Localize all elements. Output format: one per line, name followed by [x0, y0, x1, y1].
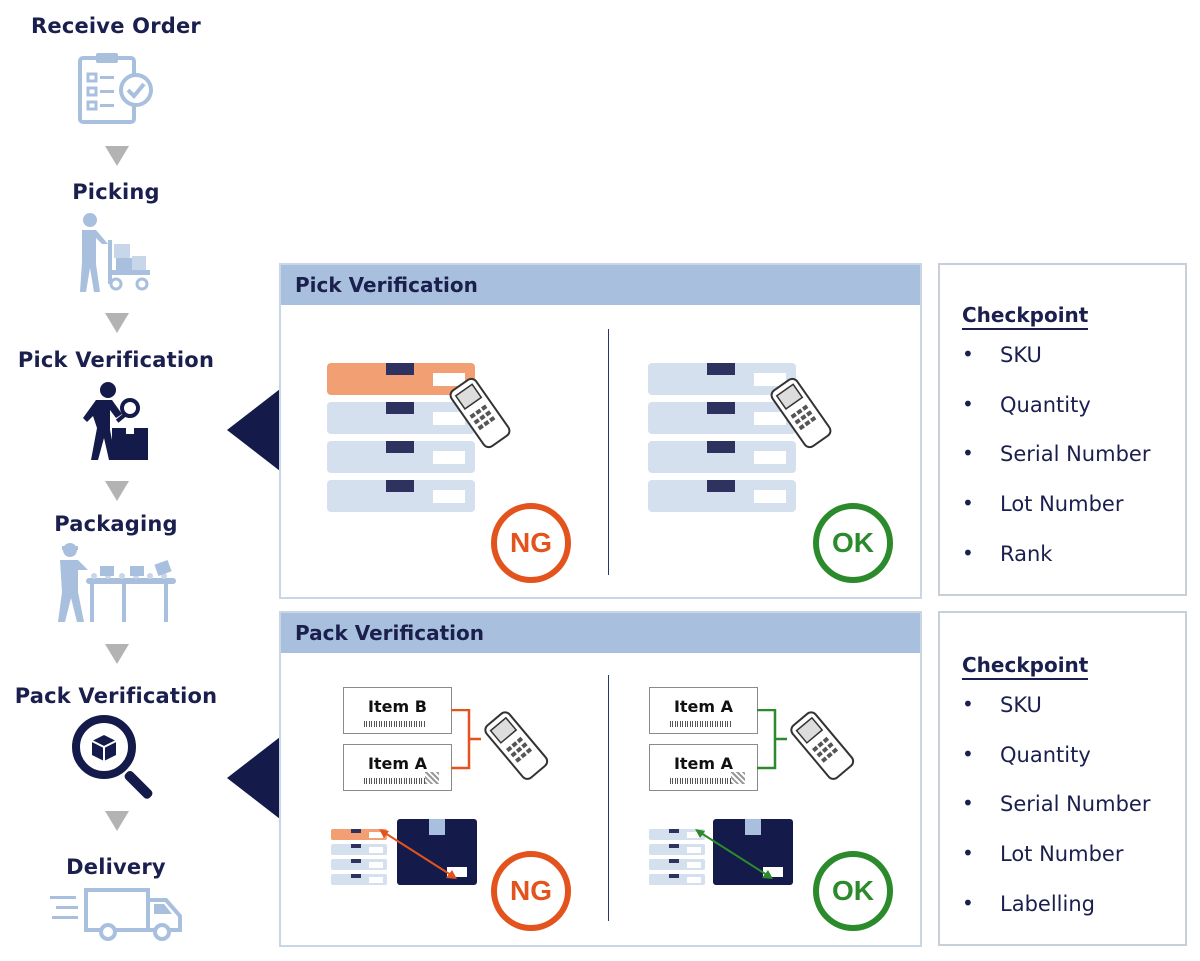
shelf-row-wrong [327, 363, 475, 395]
mini-shelf [649, 874, 705, 885]
shelf-row [648, 441, 796, 473]
panel-divider [608, 329, 609, 575]
pick-panel-title: Pick Verification [281, 265, 920, 305]
step-delivery: Delivery [66, 855, 166, 879]
match-arrow [695, 829, 773, 879]
step-pack-verification: Pack Verification [14, 684, 218, 708]
checkpoint-title: Checkpoint [962, 303, 1089, 330]
item-label-text: Item A [673, 697, 734, 716]
checkpoint-title: Checkpoint [962, 653, 1089, 680]
shelf-row [648, 363, 796, 395]
checkpoint-item: Lot Number [962, 841, 1150, 892]
checkpoint-list: SKU Quantity Serial Number Lot Number Ra… [962, 342, 1150, 592]
handheld-scanner-icon [484, 711, 549, 780]
item-label-card: Item A [343, 744, 452, 791]
step-receive-order: Receive Order [31, 14, 201, 38]
pick-pointer-arrow [227, 389, 280, 471]
step-picking: Picking [72, 180, 160, 204]
checkpoint-item: Rank [962, 541, 1150, 592]
checkpoint-list: SKU Quantity Serial Number Lot Number La… [962, 692, 1150, 942]
flow-arrow [105, 481, 129, 501]
shelf-row [648, 402, 796, 434]
mini-shelf [331, 844, 387, 855]
ok-badge: OK [813, 851, 893, 931]
clipboard-check-icon [78, 53, 153, 124]
package-box-icon [713, 819, 793, 885]
ng-badge: NG [491, 503, 571, 583]
checkpoint-item: Lot Number [962, 491, 1150, 542]
pick-verification-panel: Pick Verification NG OK [279, 263, 922, 599]
magnifier-box-icon [72, 715, 153, 799]
checkpoint-item: Serial Number [962, 791, 1150, 842]
pack-panel-title: Pack Verification [281, 613, 920, 653]
step-packaging: Packaging [54, 512, 178, 536]
delivery-truck-icon [50, 888, 182, 941]
pack-checkpoint-box: Checkpoint SKU Quantity Serial Number Lo… [938, 611, 1187, 946]
shelf-row [327, 441, 475, 473]
mismatch-arrow [379, 829, 457, 879]
step-pick-verification: Pick Verification [17, 348, 215, 372]
shelf-row [327, 480, 475, 512]
item-label-text: Item B [368, 697, 427, 716]
shelf-row [327, 402, 475, 434]
packer-conveyor-icon [58, 543, 176, 622]
checkpoint-item: Quantity [962, 742, 1150, 793]
mini-shelf-wrong [331, 829, 387, 840]
checkpoint-item: SKU [962, 342, 1150, 393]
checkpoint-item: Labelling [962, 891, 1150, 942]
item-label-text: Item A [367, 754, 428, 773]
handheld-scanner-icon [449, 377, 511, 449]
mini-shelf [649, 859, 705, 870]
flow-arrow [105, 644, 129, 664]
shelf-row [648, 480, 796, 512]
panel-divider [608, 675, 609, 921]
pack-verification-panel: Pack Verification Item B Item A NG Item … [279, 611, 922, 947]
checkpoint-item: Quantity [962, 392, 1150, 443]
flow-arrow [105, 811, 129, 831]
item-label-card: Item A [649, 744, 758, 791]
mini-shelf [331, 859, 387, 870]
mini-shelf [649, 844, 705, 855]
worker-cart-icon [80, 213, 150, 292]
ng-badge: NG [491, 851, 571, 931]
ok-badge: OK [813, 503, 893, 583]
handheld-scanner-icon [770, 377, 832, 449]
pick-checkpoint-box: Checkpoint SKU Quantity Serial Number Lo… [938, 263, 1187, 596]
flow-arrow [105, 146, 129, 166]
checkpoint-item: SKU [962, 692, 1150, 743]
pack-pointer-arrow [227, 737, 280, 819]
package-box-icon [397, 819, 477, 885]
scan-bracket-ok [757, 709, 787, 770]
flow-arrow [105, 313, 129, 333]
checkpoint-item: Serial Number [962, 441, 1150, 492]
item-label-text: Item A [673, 754, 734, 773]
scan-bracket-ng [451, 709, 481, 770]
item-label-card: Item B [343, 687, 452, 734]
item-label-card: Item A [649, 687, 758, 734]
mini-shelf [649, 829, 705, 840]
handheld-scanner-icon [790, 711, 855, 780]
mini-shelf [331, 874, 387, 885]
inspector-magnifier-icon [83, 382, 148, 460]
